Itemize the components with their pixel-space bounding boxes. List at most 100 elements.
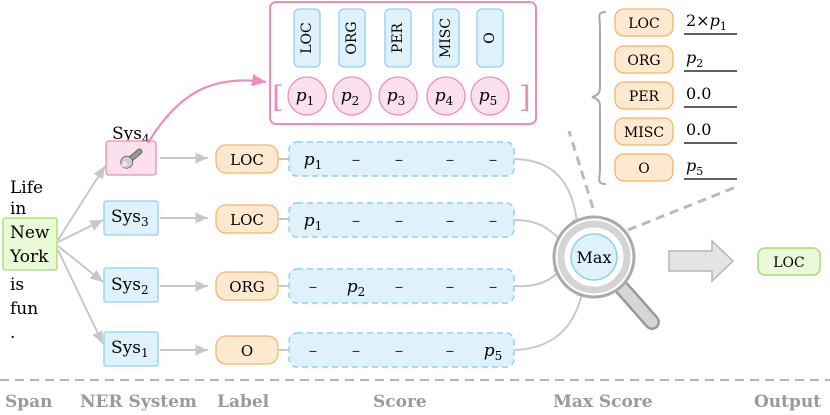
aggregate-label-text: LOC	[628, 16, 660, 32]
popup-prob-list: p1 p2 p3 p4 p5	[287, 76, 510, 116]
span-word: fun	[10, 299, 38, 319]
aggregate-label-text: ORG	[627, 53, 660, 69]
to-output-arrow	[668, 239, 735, 283]
score-cell: –	[352, 341, 361, 361]
score-cell: –	[395, 211, 404, 231]
score-row-sys1	[288, 332, 515, 368]
score-cell: –	[446, 150, 455, 170]
popup-label-text: MISC	[438, 18, 454, 58]
popup-prob-circle	[378, 76, 418, 116]
aggregate-label-box	[614, 81, 674, 110]
score-cell: –	[489, 277, 498, 297]
column-header-score: Score	[373, 392, 427, 412]
popup-label-box	[384, 8, 412, 68]
wrench-icon	[120, 148, 143, 169]
score-cell: p1	[304, 150, 323, 172]
score-cell: –	[446, 277, 455, 297]
system-1-box	[103, 331, 159, 367]
max-magnifier: Max	[552, 215, 660, 330]
popup-prob-circle	[332, 76, 372, 116]
column-header-output: Output	[754, 392, 821, 412]
span-word: Life	[10, 178, 43, 198]
popup-label-text: O	[482, 32, 498, 43]
column-header-ner-system: NER System	[80, 392, 197, 412]
output-box	[757, 247, 821, 276]
aggregate-value: p5	[686, 156, 703, 178]
aggregate-label-text: MISC	[624, 125, 664, 141]
score-cell: –	[489, 150, 498, 170]
label-box-sys1	[215, 335, 279, 365]
label-box-sys3	[215, 204, 279, 234]
score-row-sys2	[288, 268, 515, 304]
sys4-to-popup-arrow	[147, 74, 267, 144]
popup-bracket-left: [	[272, 80, 284, 115]
popup-prob-text: p1	[296, 86, 315, 108]
span-word: York	[9, 247, 49, 267]
ner-system-column: Sys4 Sys3 Sys2 Sys1	[103, 124, 159, 367]
column-header-max-score: Max Score	[553, 392, 653, 412]
aggregate-label-box	[614, 153, 674, 182]
score-cell: –	[446, 211, 455, 231]
aggregate-value: 2×p1	[686, 11, 727, 33]
span-column: Life in New York is fun .	[2, 178, 58, 343]
label-to-score-arrows	[279, 158, 288, 351]
system-3-box	[103, 200, 159, 236]
popup-label-box	[476, 8, 504, 68]
popup-label-box	[432, 8, 460, 68]
span-word: is	[10, 275, 24, 295]
score-cell: –	[352, 150, 361, 170]
aggregate-value: 0.0	[686, 84, 711, 103]
score-cell: –	[446, 341, 455, 361]
score-cell: –	[489, 211, 498, 231]
popup-prob-text: p4	[435, 86, 454, 108]
score-row-sys4	[288, 141, 515, 177]
system-to-label-arrows	[160, 152, 208, 356]
score-cell: –	[395, 150, 404, 170]
label-column: LOC LOC ORG O	[215, 144, 279, 365]
max-node	[570, 233, 618, 281]
label-box-sys2	[215, 271, 279, 301]
span-word: in	[10, 199, 26, 219]
popup-prob-circle	[426, 76, 466, 116]
popup-prob-text: p2	[341, 86, 360, 108]
score-cell: –	[395, 341, 404, 361]
label-box-sys4	[215, 144, 279, 174]
aggregate-brace	[591, 11, 607, 185]
span-highlight	[2, 217, 58, 271]
popup-prob-text: p5	[479, 86, 498, 108]
system-2-label: Sys2	[111, 275, 149, 297]
aggregate-label-text: PER	[629, 89, 660, 105]
label-text-sys3: LOC	[230, 211, 264, 229]
popup-prob-text: p3	[387, 86, 406, 108]
system-3-label: Sys3	[111, 207, 149, 229]
score-cell: –	[309, 341, 318, 361]
score-cell: p1	[304, 211, 323, 233]
span-to-system-arrows	[57, 165, 106, 345]
score-cell: p2	[347, 277, 366, 299]
aggregate-label-box	[614, 45, 674, 74]
score-row-sys3	[288, 202, 515, 238]
label-text-sys2: ORG	[229, 278, 265, 296]
system-1-label: Sys1	[111, 338, 149, 360]
column-headers: Span NER System Label Score Max Score Ou…	[5, 392, 821, 412]
popup-label-text: ORG	[344, 21, 360, 54]
popup-bracket-right: ]	[519, 80, 531, 115]
span-word: .	[10, 323, 15, 343]
score-cell: –	[395, 277, 404, 297]
score-column: p1––––p1–––––p2–––––––p5	[288, 141, 515, 368]
popup-label-box	[293, 8, 321, 68]
popup-label-text: PER	[390, 22, 406, 53]
output-label: LOC	[773, 255, 805, 271]
system-4-title: Sys4	[112, 124, 150, 146]
score-cell: p5	[484, 341, 503, 363]
column-header-label: Label	[217, 392, 270, 412]
column-header-span: Span	[5, 392, 53, 412]
span-word: New	[10, 223, 50, 243]
score-cell: –	[309, 277, 318, 297]
system-2-box	[103, 267, 159, 303]
popup-prob-circle	[287, 76, 327, 116]
